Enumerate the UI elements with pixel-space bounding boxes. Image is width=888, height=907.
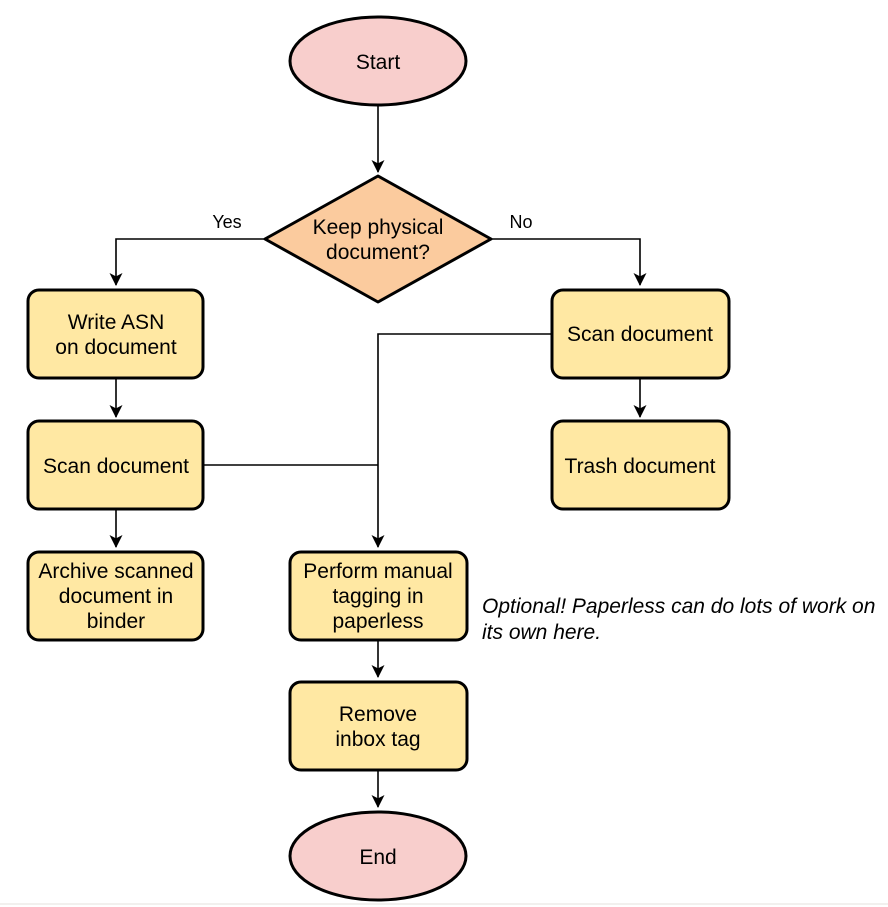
process-scan-document-left: Scan document — [26, 419, 205, 511]
edge-label-yes: Yes — [212, 212, 241, 232]
edges — [109, 105, 647, 808]
process-trash-document: Trash document — [550, 419, 731, 511]
process-trash-document-label: Trash document — [565, 455, 716, 478]
process-remove-inbox-tag-label-line1: Remove — [339, 703, 417, 726]
process-manual-tagging: Perform manual tagging in paperless — [288, 550, 469, 642]
decision-keep-physical-shape — [263, 174, 493, 304]
process-write-asn: Write ASN on document — [26, 288, 205, 380]
edge-decision-yes-to-write-asn — [109, 238, 265, 286]
process-scan-document-right: Scan document — [550, 288, 731, 380]
process-manual-tagging-label-line2: tagging in — [332, 585, 423, 608]
process-archive-binder-label-line3: binder — [87, 610, 145, 633]
process-remove-inbox-tag-shape — [288, 680, 469, 772]
process-manual-tagging-shape — [288, 550, 469, 642]
end-terminal-shape — [288, 810, 468, 902]
end-terminal-label: End — [359, 846, 396, 869]
process-write-asn-label-line1: Write ASN — [68, 311, 164, 334]
start-terminal-label: Start — [356, 51, 401, 74]
process-remove-inbox-tag: Remove inbox tag — [288, 680, 469, 772]
process-archive-binder-label-line2: document in — [59, 585, 173, 608]
note-optional: Optional! Paperless can do lots of work … — [482, 595, 875, 644]
edge-decision-no-to-scan-right — [491, 238, 647, 286]
decision-keep-physical: Keep physical document? — [263, 174, 493, 304]
process-manual-tagging-label-line1: Perform manual — [303, 560, 452, 583]
process-scan-document-right-label: Scan document — [567, 323, 713, 346]
edge-label-no: No — [509, 212, 532, 232]
note-optional-line1: Optional! Paperless can do lots of work … — [482, 595, 875, 618]
start-terminal-shape — [288, 15, 468, 107]
process-archive-binder-shape — [26, 550, 205, 642]
process-archive-binder: Archive scanned document in binder — [26, 550, 205, 642]
note-optional-line2: its own here. — [482, 621, 601, 644]
decision-keep-physical-label-line2: document? — [326, 241, 430, 264]
process-archive-binder-label-line1: Archive scanned — [38, 560, 193, 583]
end-terminal: End — [288, 810, 468, 902]
process-write-asn-label-line2: on document — [55, 336, 177, 359]
process-scan-document-right-shape — [550, 288, 731, 380]
process-manual-tagging-label-line3: paperless — [332, 610, 423, 633]
process-scan-document-left-label: Scan document — [43, 455, 189, 478]
start-terminal: Start — [288, 15, 468, 107]
process-scan-document-left-shape — [26, 419, 205, 511]
decision-keep-physical-label-line1: Keep physical — [313, 216, 444, 239]
edge-scan-right-to-tagging — [371, 333, 552, 548]
process-trash-document-shape — [550, 419, 731, 511]
process-remove-inbox-tag-label-line2: inbox tag — [335, 728, 420, 751]
process-write-asn-shape — [26, 288, 205, 380]
